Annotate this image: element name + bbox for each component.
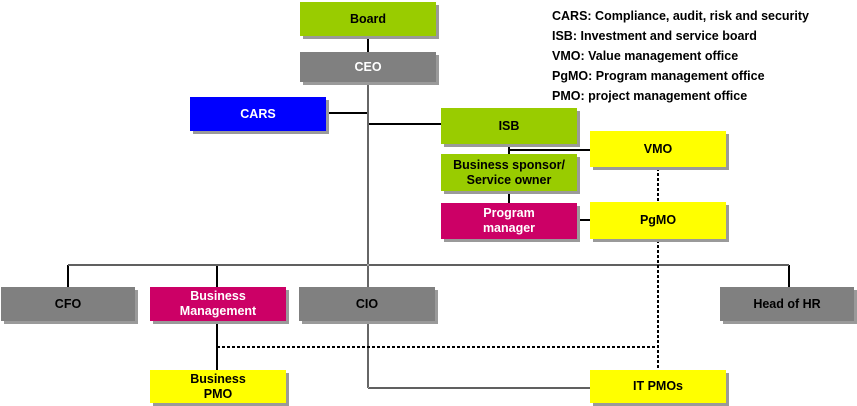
business-sponsor-label-2: Service owner [466, 172, 552, 187]
head-of-hr-label: Head of HR [753, 296, 821, 311]
business-pmo-box: Business PMO [150, 370, 286, 403]
it-pmos-box: IT PMOs [590, 370, 726, 403]
board-label: Board [349, 11, 387, 26]
head-of-hr-box: Head of HR [720, 287, 854, 321]
cio-box: CIO [299, 287, 435, 321]
pgmo-label: PgMO [639, 213, 677, 227]
ceo-label: CEO [354, 59, 382, 74]
cfo-label: CFO [54, 296, 82, 311]
board-box: Board [300, 2, 436, 36]
isb-box: ISB [441, 108, 577, 144]
program-manager-label-1: Program [483, 206, 535, 220]
legend: CARS: Compliance, audit, risk and securi… [552, 6, 809, 106]
isb-label: ISB [498, 118, 520, 133]
legend-item-pmo: PMO: project management office [552, 89, 748, 103]
program-manager-label-2: manager [482, 221, 536, 235]
it-pmos-label: IT PMOs [632, 379, 683, 393]
business-pmo-label-2: PMO [203, 386, 233, 401]
cars-label: CARS [240, 106, 276, 121]
vmo-box: VMO [590, 131, 726, 167]
business-pmo-label-1: Business [190, 371, 246, 386]
ceo-box: CEO [300, 52, 436, 82]
legend-item-vmo: VMO: Value management office [552, 49, 739, 63]
business-management-label-2: Management [179, 304, 257, 318]
legend-item-pgmo: PgMO: Program management office [552, 69, 765, 83]
business-management-box: Business Management [150, 287, 286, 321]
cio-label: CIO [355, 296, 379, 311]
business-sponsor-box: Business sponsor/ Service owner [441, 154, 577, 191]
pgmo-box: PgMO [590, 202, 726, 239]
legend-item-cars: CARS: Compliance, audit, risk and securi… [552, 9, 810, 23]
vmo-label: VMO [643, 141, 673, 156]
business-management-label-1: Business [190, 289, 246, 303]
business-sponsor-label-1: Business sponsor/ [453, 157, 565, 172]
program-manager-box: Program manager [441, 203, 577, 239]
cars-box: CARS [190, 97, 326, 131]
legend-item-isb: ISB: Investment and service board [552, 29, 757, 43]
cfo-box: CFO [1, 287, 135, 321]
